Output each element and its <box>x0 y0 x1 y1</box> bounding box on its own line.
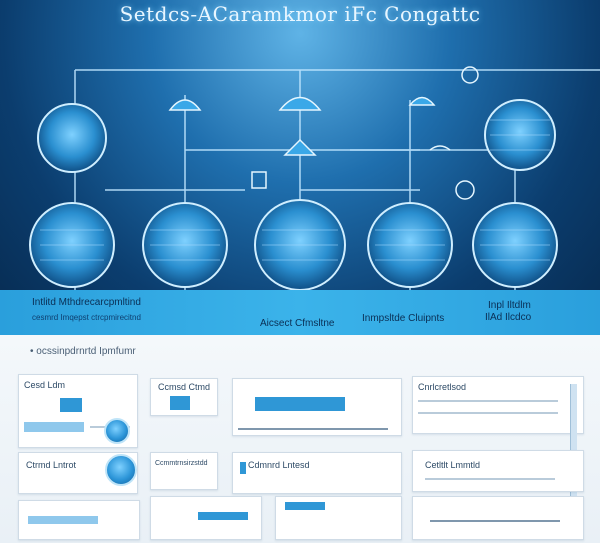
dashboard-header: • ocssinpdrnrtd Ipmfumr <box>30 346 136 357</box>
panel-2-title: Ccmsd Ctmd <box>158 382 211 392</box>
panel-4-title: Cnrlcretlsod <box>418 382 467 392</box>
panel-8-title: Cetltlt Lmmtld <box>425 460 481 470</box>
panel-6-title: Ccmmtrnsirzstdd <box>155 460 208 467</box>
bar <box>198 512 248 520</box>
device-icon <box>168 66 479 200</box>
panel-7-title: Cdmnrd Lntesd <box>248 460 310 470</box>
band-label-left: Intlitd Mthdrecarcpmltind <box>32 297 141 308</box>
band-sub-left: cesmrd Imqepst ctrcpmirecitnd <box>32 313 141 322</box>
globe-icon <box>37 103 107 173</box>
network-diagram <box>29 66 600 300</box>
bar <box>170 396 190 410</box>
bar <box>60 398 82 412</box>
bar <box>28 516 98 524</box>
hero-diagram: Setdcs-ACaramkmor iFc Congattc <box>0 0 600 335</box>
label-band <box>0 290 600 335</box>
panel-7[interactable] <box>232 452 402 494</box>
bar <box>285 502 325 510</box>
globe-icon <box>104 418 130 444</box>
bar <box>255 397 345 411</box>
page-title: Setdcs-ACaramkmor iFc Congattc <box>119 2 481 26</box>
bar <box>240 462 246 474</box>
band-label-right-2: IlAd Ilcdco <box>485 312 532 323</box>
panel-5-title: Ctrmd Lntrot <box>26 460 77 470</box>
panel-6[interactable] <box>150 452 218 490</box>
band-sub-center: Inmpsltde Cluipnts <box>362 313 445 324</box>
globe-icon <box>105 454 137 486</box>
panel-1-title: Cesd Ldm <box>24 380 66 390</box>
panel-4[interactable] <box>412 376 584 434</box>
divider <box>238 428 388 430</box>
divider <box>418 400 558 402</box>
divider <box>430 520 560 522</box>
bar <box>24 422 84 432</box>
band-label-right-1: Inpl Iltdlm <box>488 300 531 311</box>
panel-8[interactable] <box>412 450 584 492</box>
panel-bottom-4[interactable] <box>412 496 584 540</box>
band-label-center: Aicsect Cfmsltne <box>260 318 335 329</box>
divider <box>418 412 558 414</box>
divider <box>425 478 555 480</box>
